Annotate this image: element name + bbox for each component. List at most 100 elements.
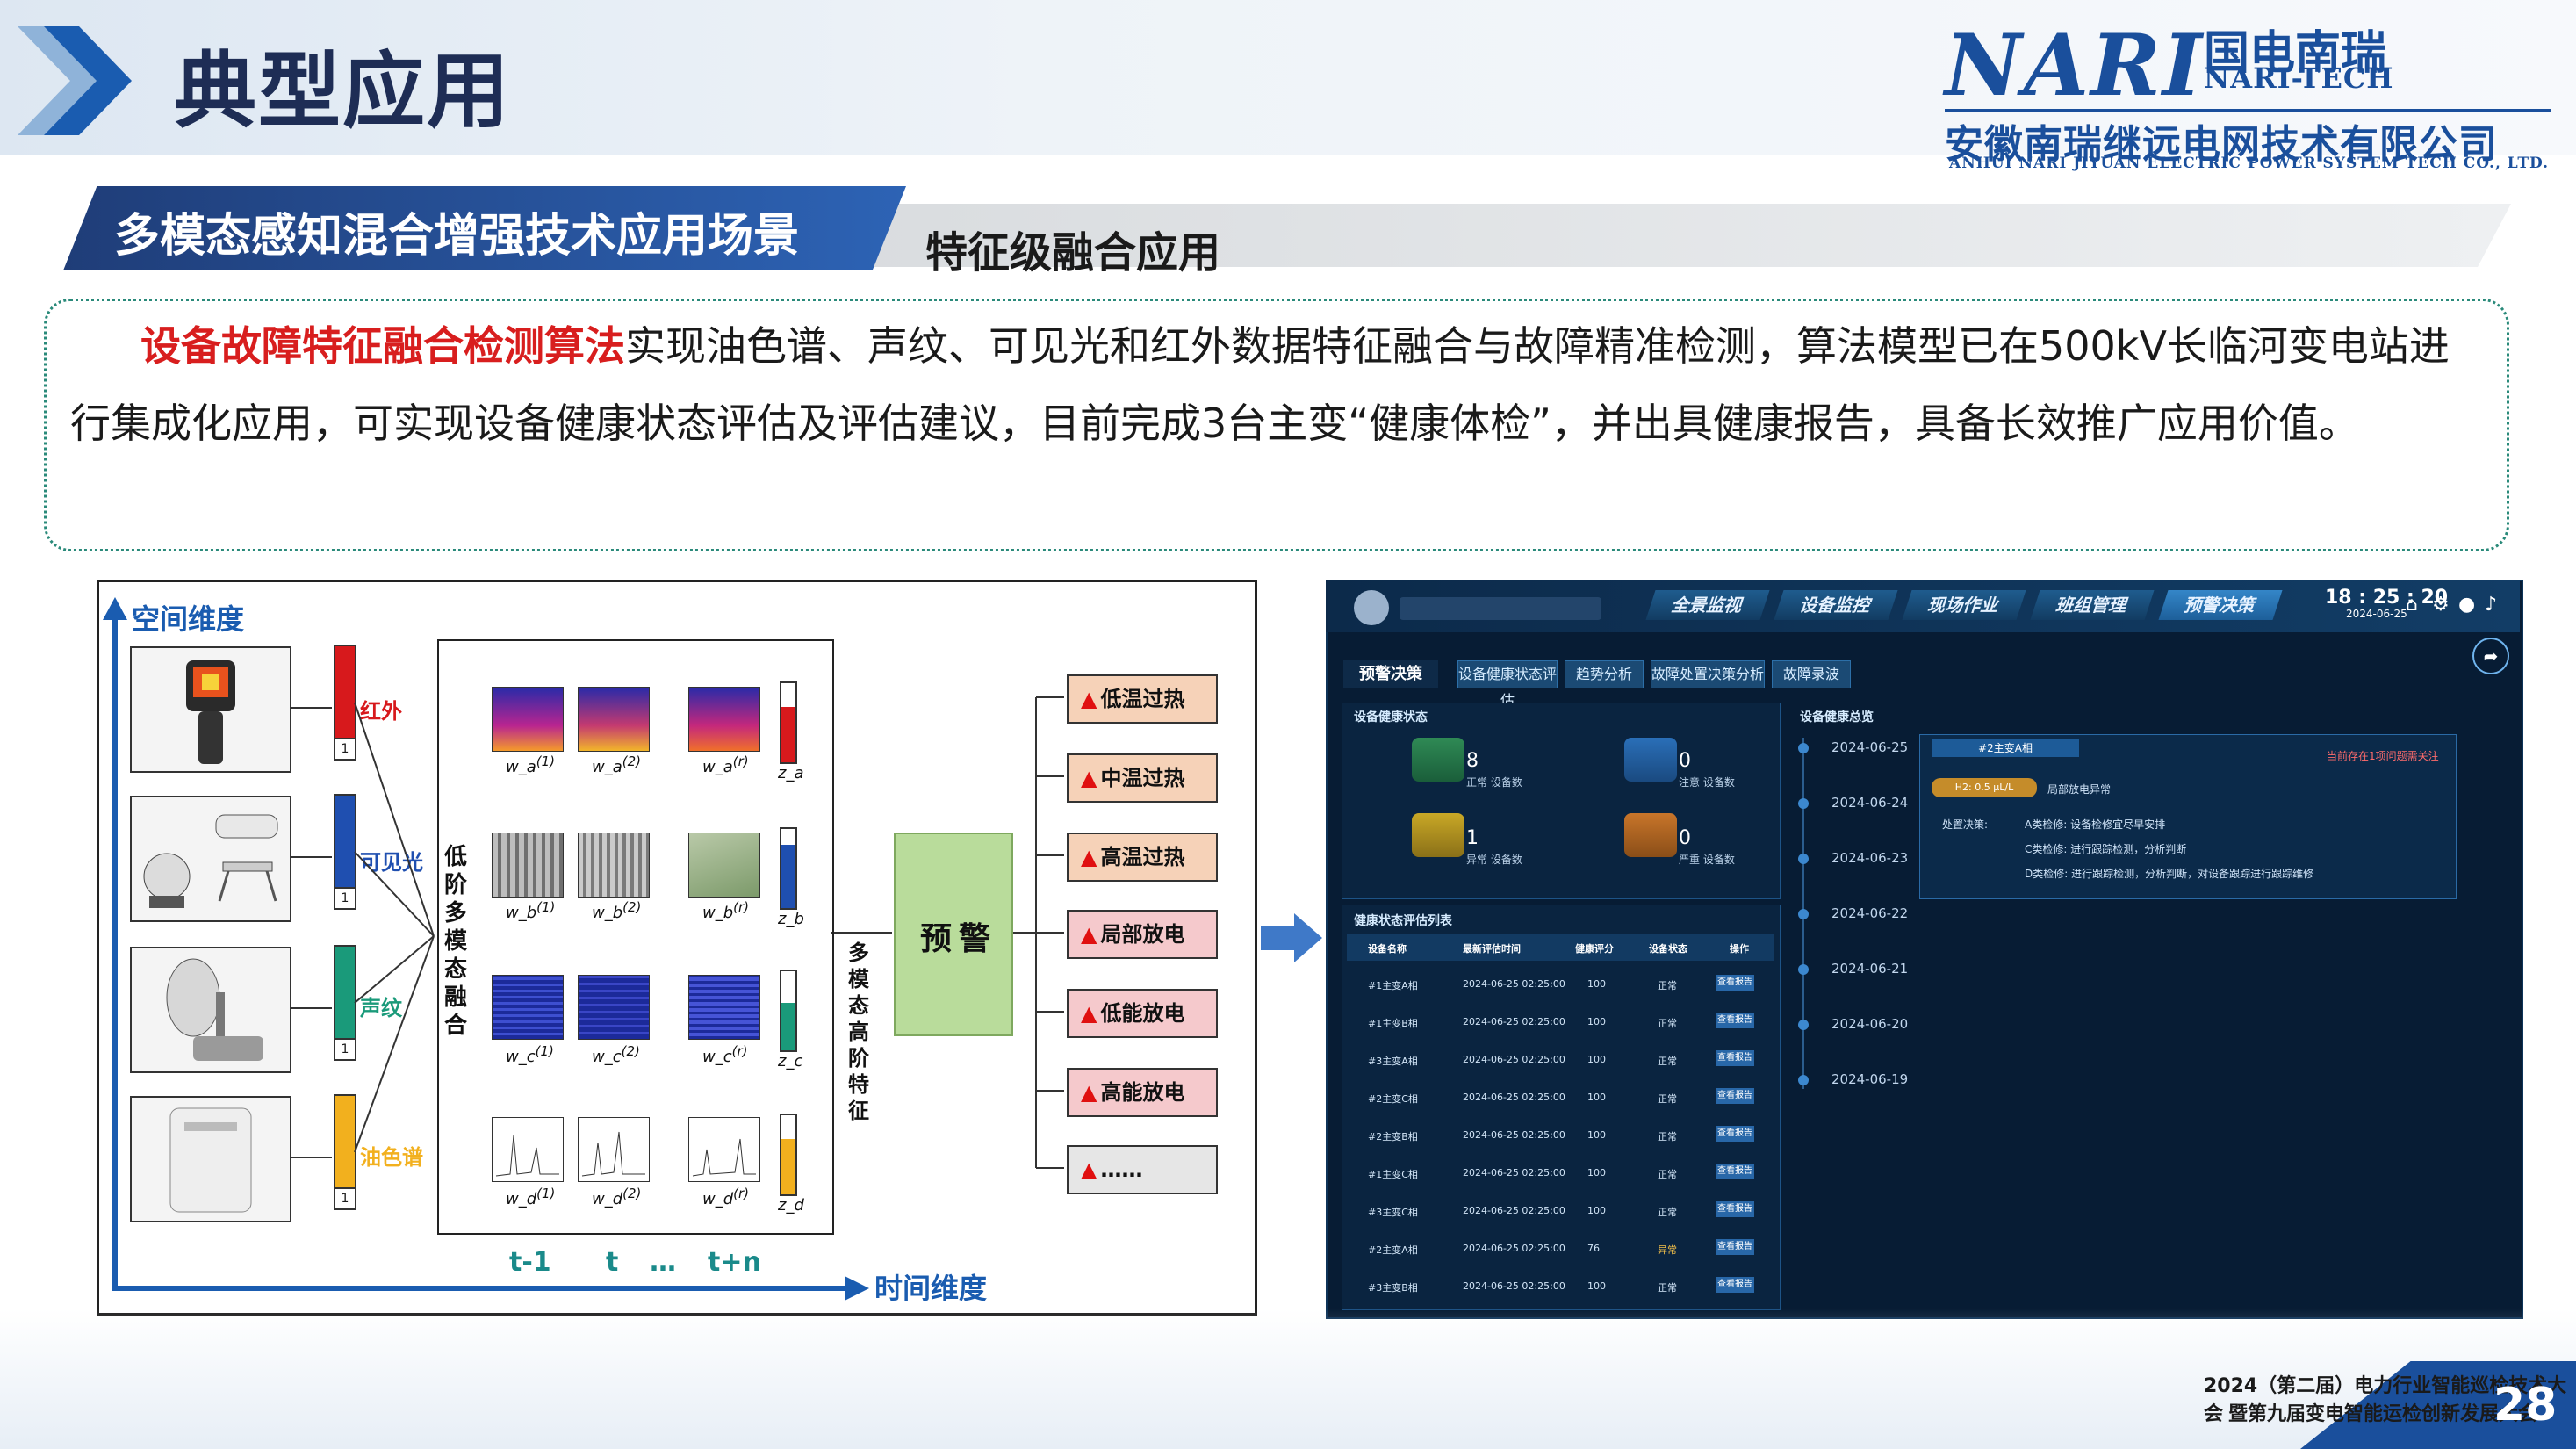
warning-triangle-icon: ▲ — [1081, 1001, 1097, 1026]
weight-label: w_c(2) — [592, 1043, 640, 1066]
stat-value: 0 — [1679, 750, 1691, 772]
share-icon[interactable]: ➦ — [2472, 638, 2509, 674]
view-report-button[interactable]: 查看报告 — [1716, 1126, 1754, 1142]
alarm-high-energy-discharge: ▲高能放电 — [1067, 1068, 1218, 1117]
subtab-trend-analysis[interactable]: 趋势分析 — [1565, 660, 1644, 688]
weight-label: w_b(r) — [702, 899, 750, 922]
user-icon[interactable]: ● — [2458, 594, 2476, 616]
high-order-feature-label: 多模态高阶特征 — [848, 941, 869, 1123]
z-label: z_b — [778, 910, 804, 928]
view-report-button[interactable]: 查看报告 — [1716, 1164, 1754, 1179]
subtab-fault-recording[interactable]: 故障录波 — [1772, 660, 1851, 688]
timeline-date[interactable]: 2024-06-23 — [1831, 850, 1909, 866]
table-cell: #1主变B相 — [1368, 1018, 1418, 1029]
diagram-connectors — [290, 696, 1064, 1169]
subtab-warning-decision[interactable]: 预警决策 — [1343, 660, 1438, 688]
z-feature-bar — [780, 681, 797, 764]
warning-triangle-icon: ▲ — [1081, 687, 1097, 711]
table-cell: 2024-06-25 02:25:00 — [1463, 1092, 1565, 1103]
modality-label: 可见光 — [360, 850, 423, 875]
timeline-dot[interactable] — [1798, 964, 1809, 975]
space-axis-label: 空间维度 — [132, 602, 245, 636]
view-report-button[interactable]: 查看报告 — [1716, 1013, 1754, 1028]
view-report-button[interactable]: 查看报告 — [1716, 975, 1754, 991]
chromatogram-thumbnail — [688, 1117, 760, 1182]
health-list-panel — [1342, 905, 1781, 1310]
timeline-date[interactable]: 2024-06-22 — [1831, 905, 1909, 921]
stat-label: 严重 设备数 — [1679, 854, 1735, 866]
section-subtitle-band — [843, 204, 2511, 267]
subtab-health-assessment[interactable]: 设备健康状态评估 — [1457, 660, 1558, 709]
timeline-date[interactable]: 2024-06-19 — [1831, 1071, 1909, 1087]
alarm-high-temp-overheat: ▲高温过热 — [1067, 833, 1218, 882]
table-cell: 100 — [1587, 1167, 1606, 1179]
detail-device: #2主变A相 — [1932, 739, 2079, 757]
timeline-dot[interactable] — [1798, 1075, 1809, 1085]
table-cell: #2主变A相 — [1368, 1244, 1418, 1256]
view-report-button[interactable]: 查看报告 — [1716, 1201, 1754, 1217]
company-name-en: ANHUI NARI JIYUAN ELECTRIC POWER SYSTEM … — [1949, 155, 2550, 172]
timeline-dot[interactable] — [1798, 909, 1809, 919]
table-cell: 2024-06-25 02:25:00 — [1463, 1280, 1565, 1292]
view-report-button[interactable]: 查看报告 — [1716, 1088, 1754, 1104]
company-name-cn: 安徽南瑞继远电网技术有限公司 — [1945, 122, 2498, 167]
timeline-dot[interactable] — [1798, 798, 1809, 809]
bell-icon[interactable]: ♪ — [2485, 594, 2498, 616]
tab-field-work[interactable]: 现场作业 — [1902, 590, 2026, 620]
arrow-right-icon — [1261, 913, 1322, 962]
stat-label: 正常 设备数 — [1466, 776, 1522, 789]
section-title-band — [63, 186, 906, 270]
transformer-normal-icon — [1412, 738, 1464, 782]
app-title-blurred — [1400, 597, 1601, 620]
tab-team-management[interactable]: 班组管理 — [2030, 590, 2155, 620]
tab-device-monitor[interactable]: 设备监控 — [1774, 590, 1898, 620]
table-cell: #3主变B相 — [1368, 1282, 1418, 1294]
gear-icon[interactable]: ⚙ — [2432, 594, 2450, 616]
subtab-fault-decision[interactable]: 故障处置决策分析 — [1651, 660, 1765, 688]
weight-label: w_c(r) — [702, 1043, 748, 1066]
table-cell: 100 — [1587, 1054, 1606, 1065]
table-cell: 正常 — [1658, 1018, 1677, 1029]
infrared-feature-row: w_a(1) w_a(2) w_a(r) z_a — [472, 655, 825, 787]
transformer-severe-icon — [1624, 813, 1677, 857]
view-report-button[interactable]: 查看报告 — [1716, 1277, 1754, 1293]
timeline-dot[interactable] — [1798, 854, 1809, 864]
time-axis-arrow — [845, 1276, 869, 1301]
page-number: 28 — [2493, 1379, 2558, 1431]
weight-label: w_c(1) — [506, 1043, 554, 1066]
description-box — [44, 299, 2509, 551]
timeline-dot[interactable] — [1798, 743, 1809, 753]
tab-warning-decision[interactable]: 预警决策 — [2158, 590, 2283, 620]
view-report-button[interactable]: 查看报告 — [1716, 1239, 1754, 1255]
weight-label: w_a(r) — [702, 753, 749, 776]
detail-suggest-label: 处置决策: — [1942, 818, 1989, 831]
col-device-state: 设备状态 — [1649, 943, 1687, 955]
warning-triangle-icon: ▲ — [1081, 845, 1097, 869]
chevron-right-icon — [18, 26, 132, 135]
algorithm-name: 设备故障特征融合检测算法 — [140, 322, 625, 370]
z-feature-bar — [780, 827, 797, 910]
weight-label: w_d(2) — [592, 1186, 642, 1208]
weight-label: w_b(2) — [592, 899, 642, 922]
timeline-date[interactable]: 2024-06-24 — [1831, 795, 1909, 811]
visible-feature-row: w_b(1) w_b(2) w_b(r) z_b — [472, 801, 825, 933]
tab-panorama[interactable]: 全景监视 — [1645, 590, 1770, 620]
view-report-button[interactable]: 查看报告 — [1716, 1050, 1754, 1066]
table-cell: 100 — [1587, 1129, 1606, 1141]
table-cell: #1主变A相 — [1368, 980, 1418, 991]
home-icon[interactable]: ⌂ — [2406, 594, 2418, 616]
timeline-date[interactable]: 2024-06-21 — [1831, 961, 1909, 977]
health-status-panel — [1342, 703, 1781, 899]
modality-label: 红外 — [360, 699, 402, 724]
timeline-dot[interactable] — [1798, 1020, 1809, 1030]
fusion-label: 低阶多模态融合 — [444, 844, 468, 1039]
table-cell: 100 — [1587, 1092, 1606, 1103]
modality-label: 油色谱 — [360, 1145, 423, 1170]
timeline-date[interactable]: 2024-06-20 — [1831, 1016, 1909, 1032]
warning-block — [894, 833, 1013, 1036]
table-header — [1347, 934, 1774, 961]
conference-line-1: 2024（第二届）电力行业智能巡检技术大会 — [2204, 1375, 2567, 1425]
timeline-date[interactable]: 2024-06-25 — [1831, 739, 1909, 755]
table-cell: 2024-06-25 02:25:00 — [1463, 1243, 1565, 1254]
